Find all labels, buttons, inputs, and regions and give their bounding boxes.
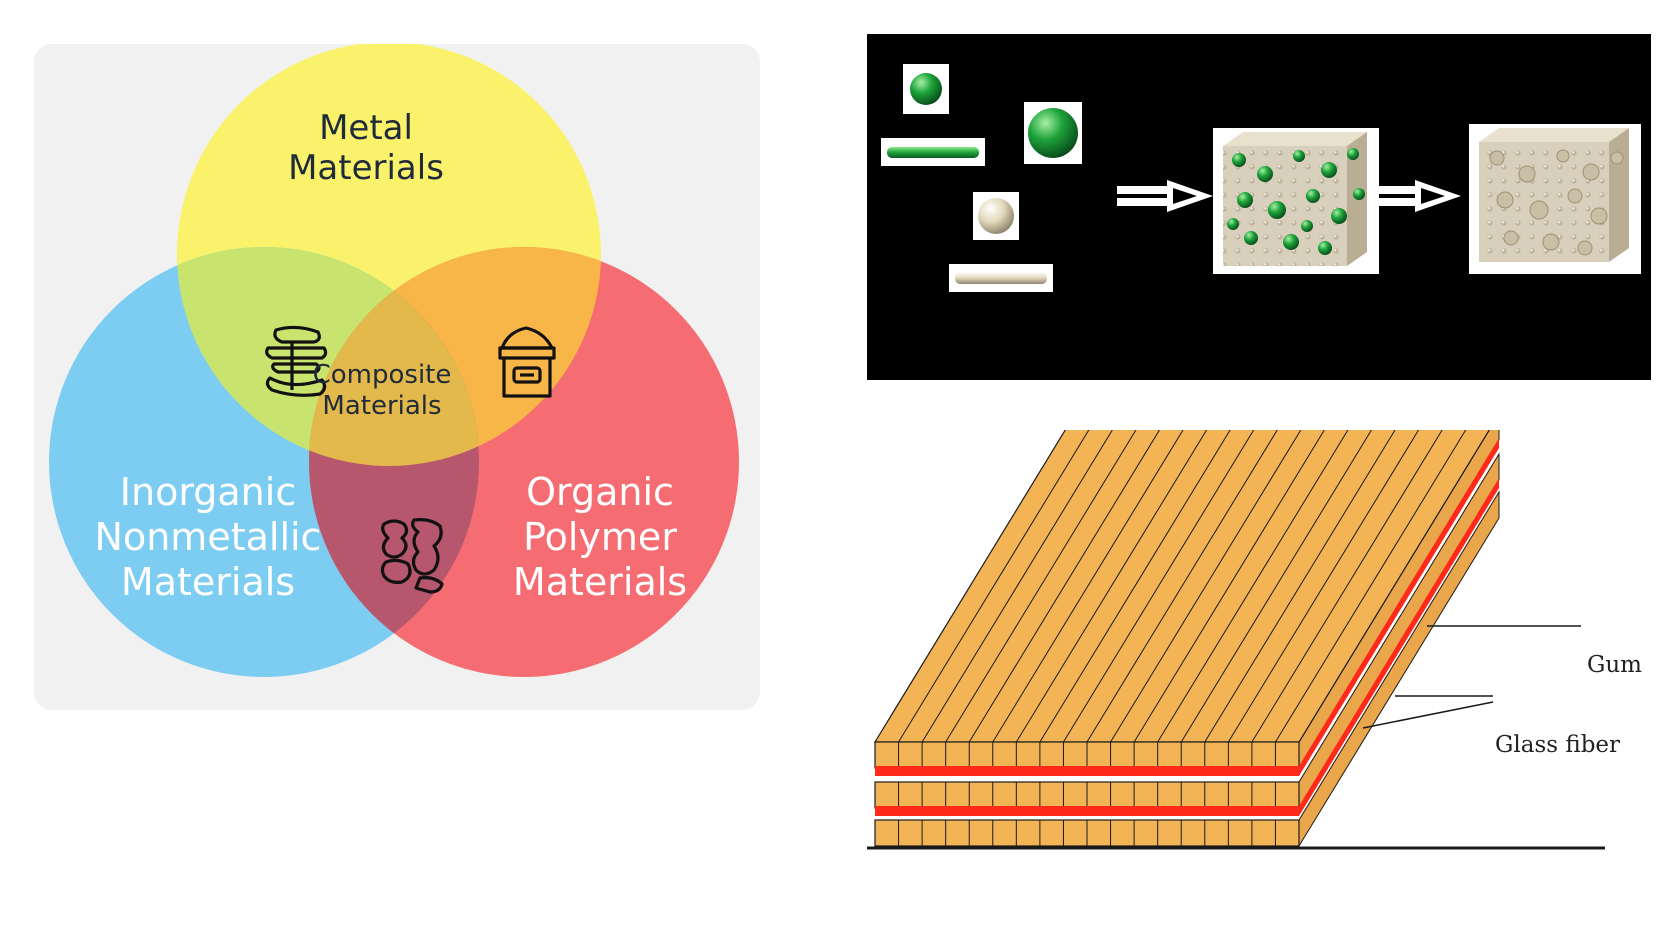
porous-cube — [1469, 124, 1641, 274]
fiber-strand-line — [945, 413, 1147, 743]
fiber-strand-line — [1204, 413, 1406, 743]
fiber-strand-line — [1227, 413, 1429, 743]
fabrication-process-diagram — [867, 34, 1651, 380]
small-green-sphere — [903, 64, 949, 114]
fiber-strand-line — [1157, 413, 1359, 743]
green-rod — [881, 138, 985, 166]
material-glyph-icon — [380, 518, 444, 594]
beige-rod — [949, 264, 1053, 292]
inorganic-materials-label: Inorganic Nonmetallic Materials — [94, 470, 322, 604]
matrix-cube-with-green-particles — [1213, 128, 1379, 274]
composite-materials-label: Composite Materials — [312, 360, 452, 421]
laminate-diagram: Gum Glass fiber — [867, 412, 1662, 918]
glass-fiber-leader-line-2 — [1362, 701, 1494, 729]
metal-materials-label: Metal Materials — [288, 108, 444, 189]
polymer-materials-label: Organic Polymer Materials — [512, 470, 688, 604]
gum-label: Gum — [1587, 652, 1642, 678]
box-icon — [498, 326, 556, 398]
composite-glyph-icon — [265, 325, 328, 397]
beige-sphere — [973, 192, 1019, 240]
fiber-strand-line — [1133, 413, 1335, 743]
fiber-strand-line — [1086, 413, 1288, 743]
fiber-strand-line — [968, 413, 1170, 743]
fiber-strand-line — [1251, 413, 1453, 743]
fiber-strand-line — [1275, 413, 1476, 743]
fiber-strand-line — [898, 413, 1099, 743]
glass-fiber-label: Glass fiber — [1495, 732, 1621, 758]
fiber-strand-line — [1180, 413, 1382, 743]
fiber-strand-line — [1110, 413, 1311, 743]
process-arrow-1 — [1117, 180, 1213, 212]
fiber-strand-line — [1039, 413, 1241, 743]
fiber-strand-line — [1015, 413, 1217, 743]
process-arrow-2 — [1379, 180, 1461, 212]
venn-diagram: Metal Materials Inorganic Nonmetallic Ma… — [34, 44, 760, 710]
fiber-strand-line — [992, 413, 1194, 743]
fiber-strand-line — [1063, 413, 1264, 743]
fiber-strand-line — [921, 413, 1123, 743]
large-green-sphere — [1024, 102, 1082, 164]
